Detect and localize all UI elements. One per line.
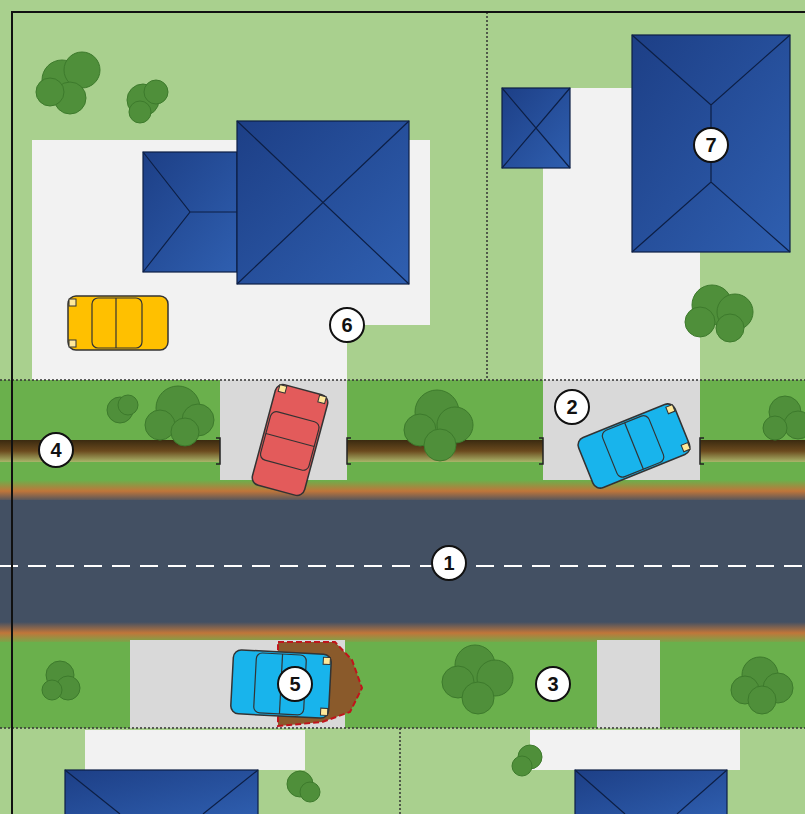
house-roof [143,121,409,284]
callout-number: 7 [693,127,729,163]
road-edge [0,622,805,644]
frame [12,12,805,814]
lot-boundary [486,12,488,380]
callout-text: 1 [443,553,454,573]
callout-text: 2 [566,397,577,417]
hedge [700,440,805,462]
paving [85,730,305,770]
callout-number: 1 [431,545,467,581]
callout-text: 6 [341,315,352,335]
driveway [130,640,345,728]
red-car [250,383,329,497]
paving [530,730,740,770]
callout-number: 4 [38,432,74,468]
house-roof [65,770,727,814]
verge [0,380,805,492]
centre-line [0,565,805,567]
callout-text: 3 [547,674,558,694]
callout-text: 7 [705,135,716,155]
shed-roof [502,88,570,168]
yellow-car [68,296,168,350]
callout-number: 6 [329,307,365,343]
blue-car [576,401,693,490]
callout-number: 5 [277,666,313,702]
callout-number: 3 [535,666,571,702]
driveway [543,380,700,492]
driveway [597,640,660,728]
verge [0,642,805,728]
callout-text: 5 [289,674,300,694]
lot-boundary [0,379,805,381]
lot-boundary [399,728,401,814]
callout-number: 2 [554,389,590,425]
trees [36,52,805,802]
callout-text: 4 [50,440,61,460]
blue-car [230,649,331,718]
road-edge [0,480,805,502]
lot-boundary [0,727,805,729]
road [0,500,805,626]
house-roof [632,35,790,252]
